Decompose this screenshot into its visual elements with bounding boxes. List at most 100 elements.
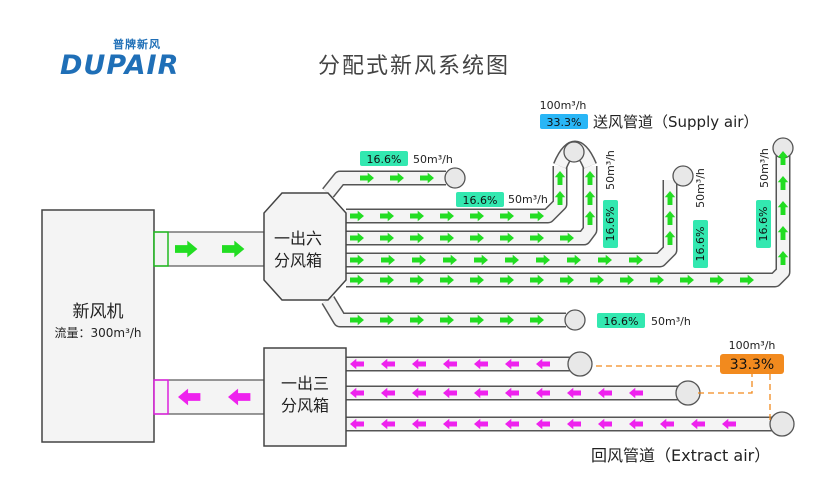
return-group-pct-badge [720,354,784,374]
supply-branch-end-cap-3 [672,165,694,187]
supply-b6-arrow-5 [470,314,484,326]
supply-b4-arrow-10 [629,254,643,266]
supply-b3-arrow-2 [380,232,394,244]
return-b2-arrow-2 [381,387,395,399]
return-b3-arrow-5 [474,418,488,430]
return-box-line2: 分风箱 [281,396,329,415]
supply-b5-arrow-7 [530,274,544,286]
return-b3-arrow-10 [629,418,643,430]
supply-main-arrow-1 [175,240,198,258]
logo-brand-text: DUPAIR [60,50,180,81]
supply-branch-end-cap-1 [444,167,466,189]
supply-b5-arrow-6 [500,274,514,286]
supply-group-pct: 33.3% [547,116,582,129]
supply-b4-arrow-5 [474,254,488,266]
supply-b2-arrow-3 [410,210,424,222]
return-b3-arrow-4 [443,418,457,430]
return-b1-arrow-4 [443,358,457,370]
supply-b2-arrow-6 [500,210,514,222]
fresh-air-unit [41,209,155,443]
return-b1-arrow-3 [412,358,426,370]
supply-up-a-1 [554,191,566,205]
branch-4-pct-badge [693,220,708,268]
return-b3-arrow-8 [567,418,581,430]
diagram-title: 分配式新风系统图 [318,54,511,79]
branch-3-pct: 16.6% [604,207,617,242]
supply-main-arrow-2 [222,240,245,258]
return-branch-end-cap-3 [769,411,795,437]
supply-up-a-2 [554,171,566,185]
supply-b1-arrow-3 [420,172,434,184]
return-duct-flange [153,379,169,415]
return-b2-arrow-7 [536,387,550,399]
supply-branch-1 [323,172,446,197]
supply-b4-arrow-6 [505,254,519,266]
return-group-pct: 33.3% [730,357,774,373]
branch-4-pct: 16.6% [694,227,707,262]
supply-b2-arrow-5 [470,210,484,222]
supply-branch-end-cap-2 [563,141,585,163]
branch-2-pct: 16.6% [463,194,498,207]
return-b2-arrow-3 [412,387,426,399]
branch-3-pct-badge [603,200,618,248]
supply-b2-arrow-2 [380,210,394,222]
return-b3-arrow-13 [722,418,736,430]
return-b3-arrow-9 [598,418,612,430]
supply-b5-arrow-10 [620,274,634,286]
unit-flow: 流量：300m³/h [54,326,141,340]
return-branch-end-cap-1 [567,351,593,377]
supply-b5-arrow-8 [560,274,574,286]
supply-b2-arrow-7 [530,210,544,222]
supply-b3-arrow-4 [440,232,454,244]
branch-3-flow: 50m³/h [604,150,617,190]
return-b2-arrow-1 [350,387,364,399]
return-b2-arrow-6 [505,387,519,399]
branch-5-pct: 16.6% [757,207,770,242]
flow-arrows [175,151,789,430]
supply-b3-arrow-1 [350,232,364,244]
branch-1-pct: 16.6% [367,153,402,166]
supply-b4-arrow-8 [567,254,581,266]
return-b3-arrow-2 [381,418,395,430]
supply-main-duct [153,231,265,267]
supply-duct-label: 送风管道（Supply air） [593,113,758,131]
logo-chinese-text: 普牌新风 [113,38,161,51]
return-b3-arrow-1 [350,418,364,430]
supply-up-d-3 [777,201,789,215]
unit-name: 新风机 [73,302,124,322]
supply-b4-arrow-9 [598,254,612,266]
return-duct-label: 回风管道（Extract air） [591,446,770,465]
supply-b6-arrow-3 [410,314,424,326]
return-b1-arrow-6 [505,358,519,370]
return-group-flow: 100m³/h [729,339,776,352]
supply-b5-arrow-1 [350,274,364,286]
supply-box-line2: 分风箱 [274,251,322,270]
return-b3-arrow-12 [691,418,705,430]
return-b1-arrow-2 [381,358,395,370]
supply-b6-arrow-6 [500,314,514,326]
supply-up-b-1 [584,211,596,225]
supply-b1-arrow-1 [360,172,374,184]
branch-2-pct-badge [456,192,504,207]
branch-labels: 16.6%50m³/h16.6%50m³/h16.6%50m³/h16.6%50… [360,148,771,328]
branch-4-flow: 50m³/h [694,168,707,208]
supply-b5-arrow-5 [470,274,484,286]
supply-b6-arrow-2 [380,314,394,326]
return-b3-arrow-11 [660,418,674,430]
supply-up-c-2 [664,211,676,225]
supply-b2-arrow-4 [440,210,454,222]
supply-b1-arrow-2 [390,172,404,184]
supply-up-d-4 [777,176,789,190]
supply-b3-arrow-6 [500,232,514,244]
branch-6-pct: 16.6% [604,315,639,328]
supply-b5-arrow-2 [380,274,394,286]
return-distribution-box [263,347,347,447]
supply-up-d-5 [777,151,789,165]
return-b1-arrow-1 [350,358,364,370]
supply-b5-arrow-4 [440,274,454,286]
supply-up-b-2 [584,191,596,205]
supply-b5-arrow-3 [410,274,424,286]
branch-5-pct-badge [756,200,771,248]
supply-b5-arrow-12 [680,274,694,286]
